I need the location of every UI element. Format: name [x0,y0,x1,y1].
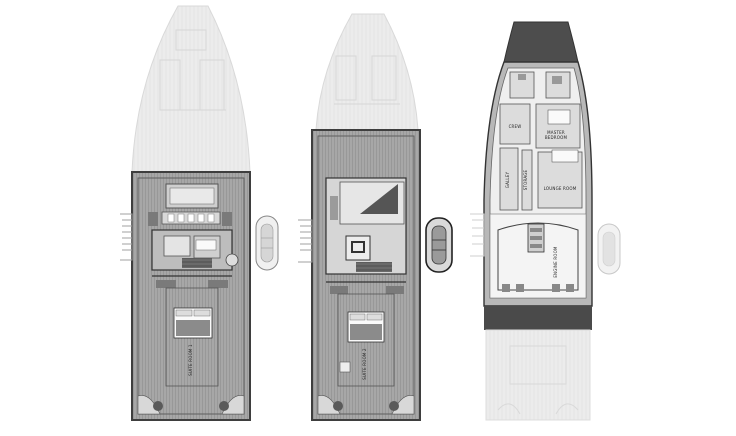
tender-boat-icon [255,215,279,271]
master-label-2: BEDROOM [545,135,568,140]
bed-icon [347,311,385,343]
deck-plan-1: SUITE ROOM 1 [120,5,279,421]
lounge-label: LOUNGE ROOM [544,186,577,191]
suite-room-label: SUITE ROOM 1 [188,344,193,376]
storage-label: STORAGE [523,170,528,191]
bed-icon [173,307,213,339]
crew-label: CREW [509,124,522,129]
tender-boat-icon [425,217,453,273]
deck-plan-3: MASTER BEDROOM LOUNGE ROOM CREW GALLEY S… [470,21,621,421]
galley-label: GALLEY [505,171,510,188]
engine-room-label: ENGINE ROOM [553,246,558,278]
master-label: MASTER [547,130,565,135]
deck-plan-2: SUITE ROOM 2 [298,13,453,421]
suite-room-label: SUITE ROOM 2 [362,348,367,380]
tender-boat-icon [597,223,621,275]
engine-icon [527,223,545,253]
